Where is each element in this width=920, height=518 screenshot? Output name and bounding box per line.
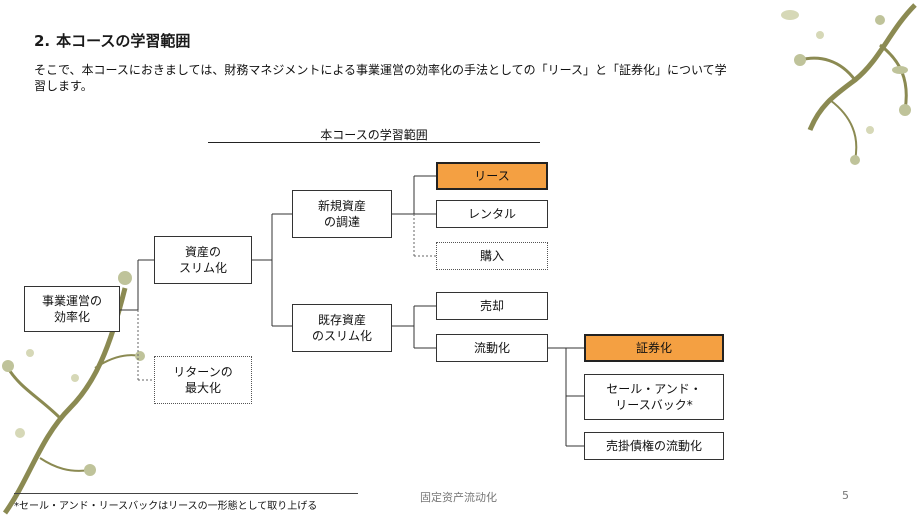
node-liquidation: 流動化 (436, 334, 548, 362)
node-rental: レンタル (436, 200, 548, 228)
node-lease: リース (436, 162, 548, 190)
page-number: 5 (842, 489, 849, 502)
node-sale: 売却 (436, 292, 548, 320)
node-sale-and-leaseback: セール・アンド・ リースバック* (584, 374, 724, 420)
heading-text: 本コースの学習範囲 (56, 32, 191, 50)
footnote: *セール・アンド・リースバックはリースの一形態として取り上げる (14, 501, 318, 512)
node-existing-asset-slimming: 既存資産 のスリム化 (292, 304, 392, 352)
vine-decoration-top-right (781, 3, 917, 165)
footer-text: 固定资产流动化 (420, 491, 497, 504)
heading-number: 2. (34, 32, 51, 50)
diagram-title: 本コースの学習範囲 (320, 128, 428, 142)
footnote-rule (14, 493, 358, 494)
slide-heading: 2. 本コースの学習範囲 (34, 30, 190, 51)
intro-text: そこで、本コースにおきましては、財務マネジメントによる事業運営の効率化の手法とし… (34, 63, 727, 93)
node-securitization: 証券化 (584, 334, 724, 362)
node-new-asset-procurement: 新規資産 の調達 (292, 190, 392, 238)
diagram-title-underline (208, 142, 540, 143)
node-return-maximization: リターンの 最大化 (154, 356, 252, 404)
node-receivables-liquidation: 売掛債権の流動化 (584, 432, 724, 460)
node-asset-slimming: 資産の スリム化 (154, 236, 252, 284)
node-purchase: 購入 (436, 242, 548, 270)
node-root-efficiency: 事業運営の 効率化 (24, 286, 120, 332)
